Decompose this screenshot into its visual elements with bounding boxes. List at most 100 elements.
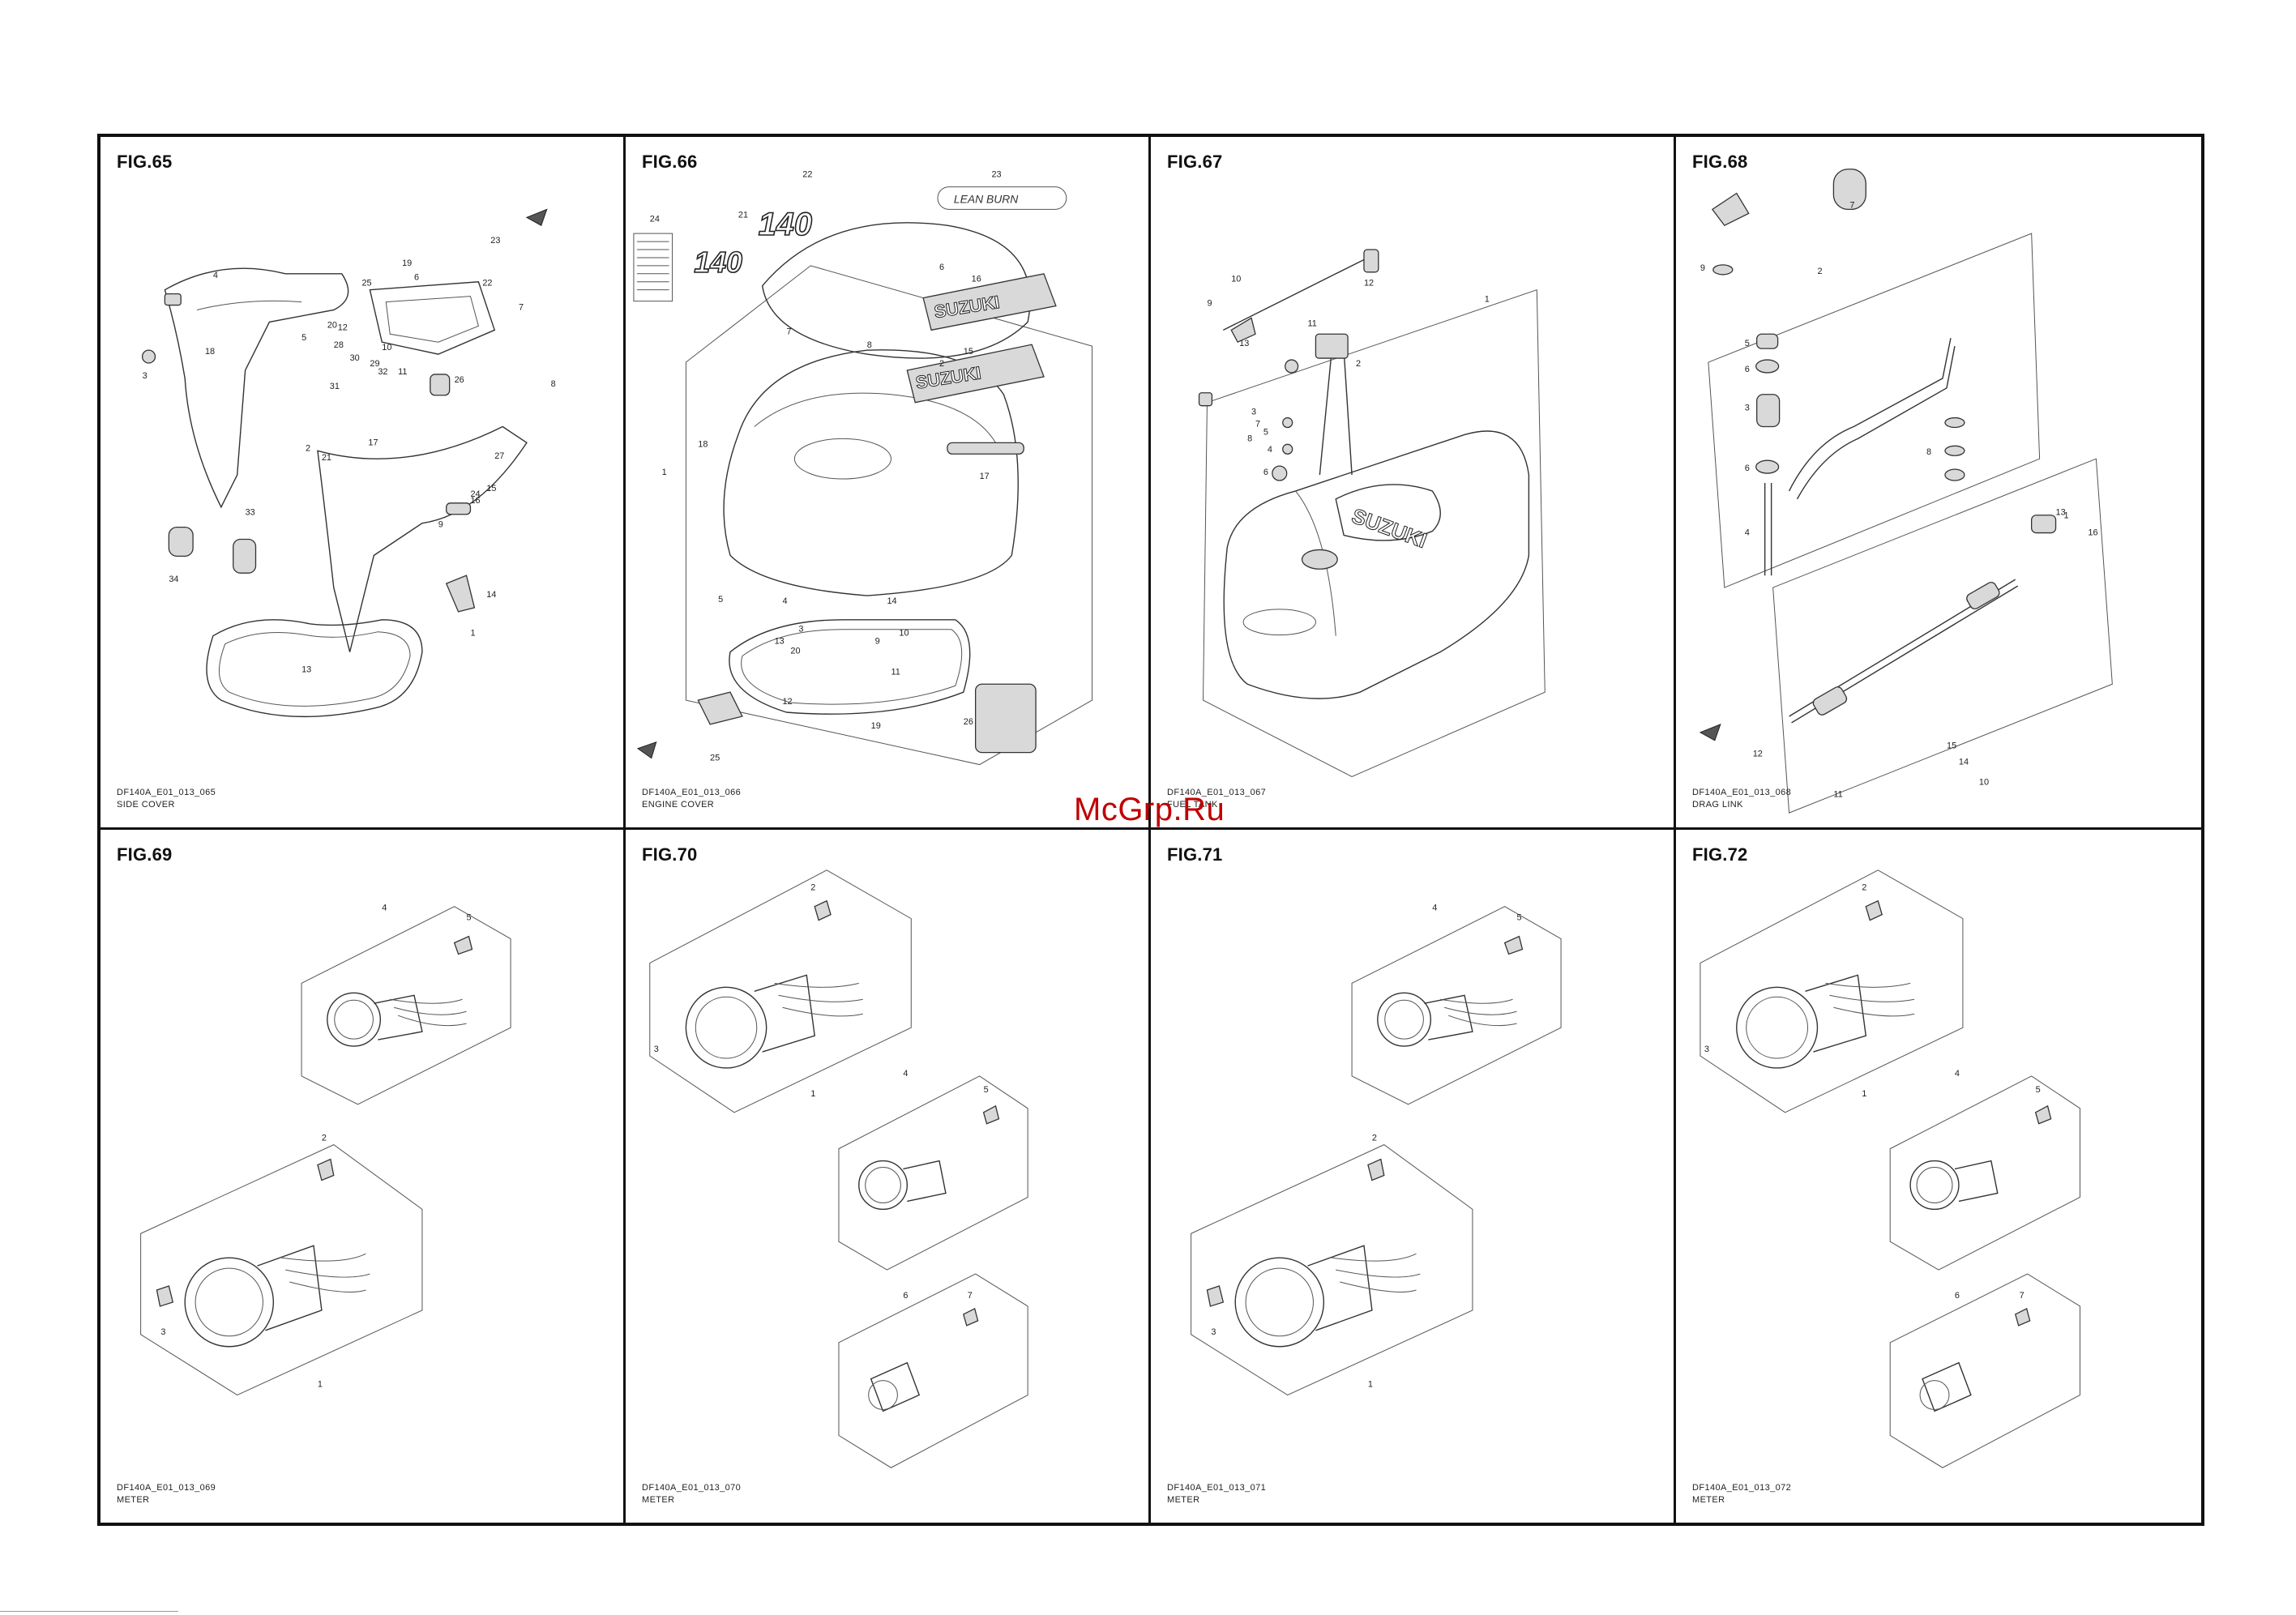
figure-66-panel: FIG.66 140 140 LEAN BURN SUZUKI SUZUKI [626,137,1151,830]
svg-text:9: 9 [1700,263,1705,273]
svg-text:19: 19 [402,258,412,268]
figure-caption: DF140A_E01_013_066 ENGINE COVER [642,787,741,811]
side-cover-exploded-diagram: 1 2 3 4 5 6 7 8 9 10 11 12 13 14 15 16 1… [100,137,556,827]
svg-text:7: 7 [1849,200,1854,210]
figure-title: METER [117,1495,150,1505]
svg-text:1: 1 [1862,1089,1866,1099]
figure-title: METER [1167,1495,1200,1505]
svg-text:26: 26 [964,717,973,727]
figure-label: FIG.65 [117,152,173,172]
svg-text:10: 10 [1231,275,1241,284]
svg-text:3: 3 [654,1045,659,1054]
svg-text:6: 6 [1955,1291,1960,1301]
svg-text:140: 140 [694,246,742,279]
svg-text:2: 2 [1372,1134,1377,1143]
svg-text:15: 15 [964,347,973,357]
svg-text:24: 24 [650,214,660,224]
svg-text:33: 33 [246,508,255,518]
figure-title: ENGINE COVER [642,800,715,810]
figure-title: FUEL TANK [1167,800,1218,810]
svg-text:21: 21 [738,210,748,220]
svg-text:2: 2 [322,1134,327,1143]
parts-catalog-sheet: FIG.65 1 2 3 4 5 6 7 [97,134,2204,1526]
svg-text:25: 25 [362,279,372,288]
svg-text:6: 6 [903,1291,908,1301]
lean-burn-decal: LEAN BURN [954,192,1019,205]
svg-text:6: 6 [414,273,419,283]
figure-65-panel: FIG.65 1 2 3 4 5 6 7 [100,137,626,830]
svg-text:27: 27 [494,451,504,461]
svg-text:12: 12 [1753,750,1763,759]
figure-caption: DF140A_E01_013_072 METER [1692,1482,1791,1506]
svg-text:8: 8 [551,379,556,389]
site-watermark: McGrp.Ru [1074,792,1225,827]
svg-text:5: 5 [1263,427,1268,437]
svg-text:13: 13 [775,637,785,647]
svg-text:2: 2 [1817,267,1822,276]
svg-text:18: 18 [205,347,215,357]
figure-code: DF140A_E01_013_066 [642,788,742,797]
figure-caption: DF140A_E01_013_069 METER [117,1482,216,1506]
svg-text:17: 17 [368,438,378,447]
svg-text:16: 16 [972,275,981,284]
figure-code: DF140A_E01_013_071 [1167,1483,1267,1493]
figure-caption: DF140A_E01_013_071 METER [1167,1482,1266,1506]
figure-caption: DF140A_E01_013_070 METER [642,1482,741,1506]
svg-text:2: 2 [1862,883,1866,893]
figure-title: DRAG LINK [1692,800,1743,810]
svg-text:21: 21 [322,453,331,463]
svg-text:5: 5 [301,333,306,343]
figure-label: FIG.69 [117,844,173,865]
svg-text:14: 14 [1959,758,1969,767]
svg-text:3: 3 [1251,408,1256,417]
svg-text:8: 8 [1247,434,1252,443]
svg-text:11: 11 [1308,318,1317,328]
figure-label: FIG.68 [1692,152,1748,172]
engine-cover-exploded-diagram: 140 140 LEAN BURN SUZUKI SUZUKI 12 34 56… [626,170,1148,827]
figure-code: DF140A_E01_013_070 [642,1483,742,1493]
svg-text:5: 5 [2036,1085,2041,1095]
callout-numbers: 12 34 56 7 [654,883,989,1301]
svg-text:5: 5 [1517,913,1522,923]
meter-exploded-diagram: 12 34 5 [100,904,623,1523]
svg-text:3: 3 [1704,1045,1709,1054]
svg-text:29: 29 [370,359,379,369]
svg-text:4: 4 [1955,1069,1960,1079]
figure-label: FIG.67 [1167,152,1223,172]
svg-text:17: 17 [980,472,990,481]
svg-text:4: 4 [213,271,218,280]
meter-exploded-diagram: 12 34 56 7 [626,830,1148,1523]
figure-label: FIG.72 [1692,844,1748,865]
svg-text:25: 25 [710,754,720,763]
svg-text:12: 12 [338,323,348,332]
page-footer-rule [0,1611,178,1612]
svg-text:9: 9 [1207,299,1212,309]
svg-text:6: 6 [1263,468,1268,477]
svg-text:1: 1 [2064,511,2069,521]
svg-text:8: 8 [867,340,872,350]
svg-text:7: 7 [968,1291,973,1301]
svg-text:22: 22 [802,170,812,180]
svg-text:16: 16 [470,496,480,506]
svg-text:5: 5 [718,595,723,605]
svg-text:7: 7 [2020,1291,2024,1301]
figure-title: METER [1692,1495,1725,1505]
callout-numbers: 12 34 5 [160,904,471,1390]
figure-caption: DF140A_E01_013_067 FUEL TANK [1167,787,1266,811]
svg-text:3: 3 [143,371,148,381]
svg-text:4: 4 [783,596,788,606]
svg-text:4: 4 [1432,904,1437,913]
svg-text:11: 11 [398,367,407,377]
svg-text:7: 7 [786,327,791,336]
svg-text:2: 2 [810,883,815,893]
svg-text:1: 1 [810,1089,815,1099]
svg-text:12: 12 [783,697,793,707]
svg-text:13: 13 [1239,339,1249,348]
svg-text:11: 11 [891,667,900,677]
